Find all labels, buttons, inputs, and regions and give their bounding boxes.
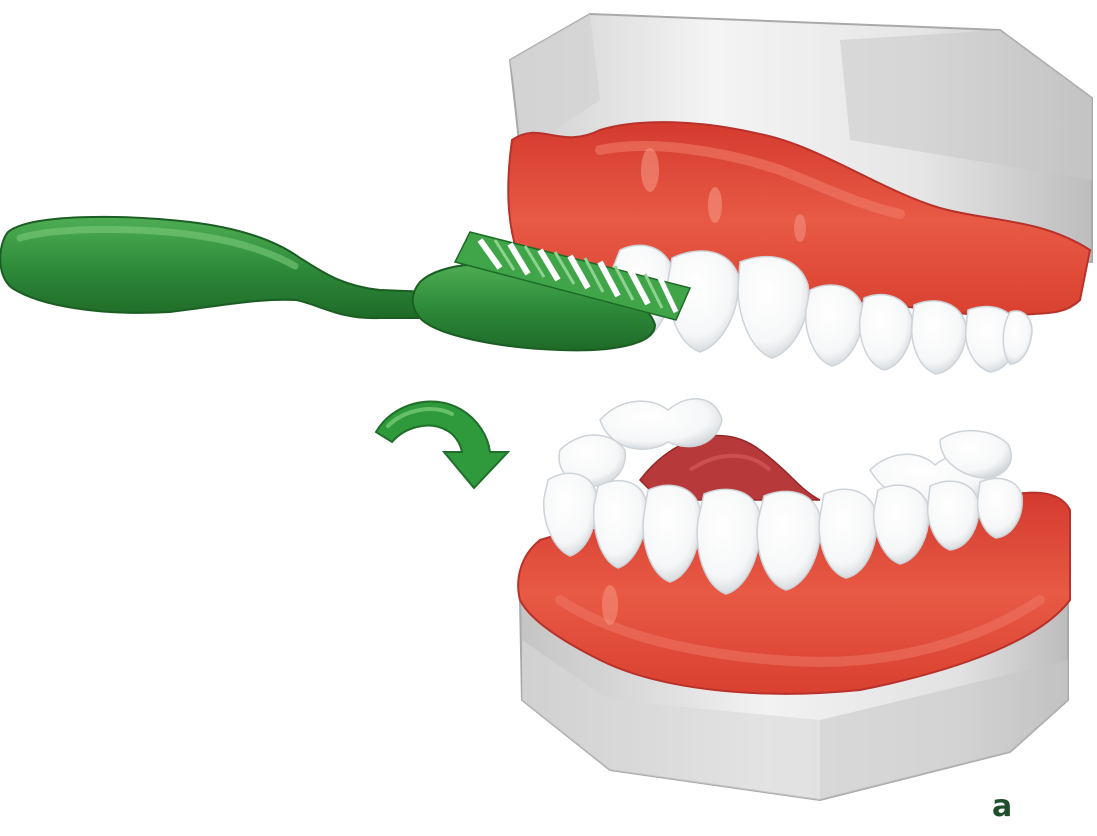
lower-jaw-model-icon: [518, 399, 1070, 800]
curved-arrow-down-icon: [376, 401, 508, 488]
panel-label: a: [992, 792, 1012, 822]
